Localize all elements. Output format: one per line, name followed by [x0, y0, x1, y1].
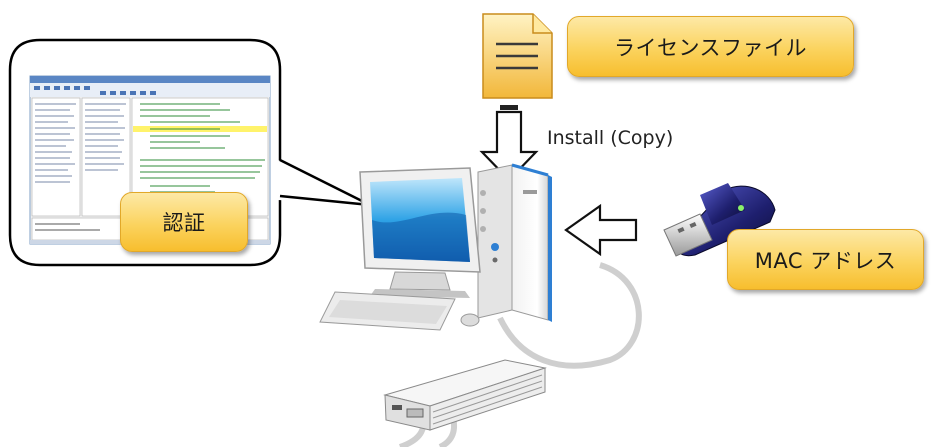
usb-dongle-icon	[663, 183, 776, 257]
tower-pc-icon	[477, 163, 552, 322]
install-copy-label: Install (Copy)	[547, 127, 674, 149]
install-arrow	[479, 110, 539, 182]
keyboard-icon	[319, 291, 456, 331]
monitor-icon	[359, 167, 481, 298]
mac-arrow	[564, 203, 638, 257]
mouse-icon	[460, 313, 480, 327]
mac-address-label: MAC アドレス	[727, 229, 924, 290]
authentication-label: 認証	[120, 192, 248, 252]
license-file-label: ライセンスファイル	[567, 16, 854, 77]
license-file-icon	[482, 13, 553, 110]
network-device-icon	[383, 359, 547, 431]
software-window-thumbnail	[29, 75, 271, 245]
